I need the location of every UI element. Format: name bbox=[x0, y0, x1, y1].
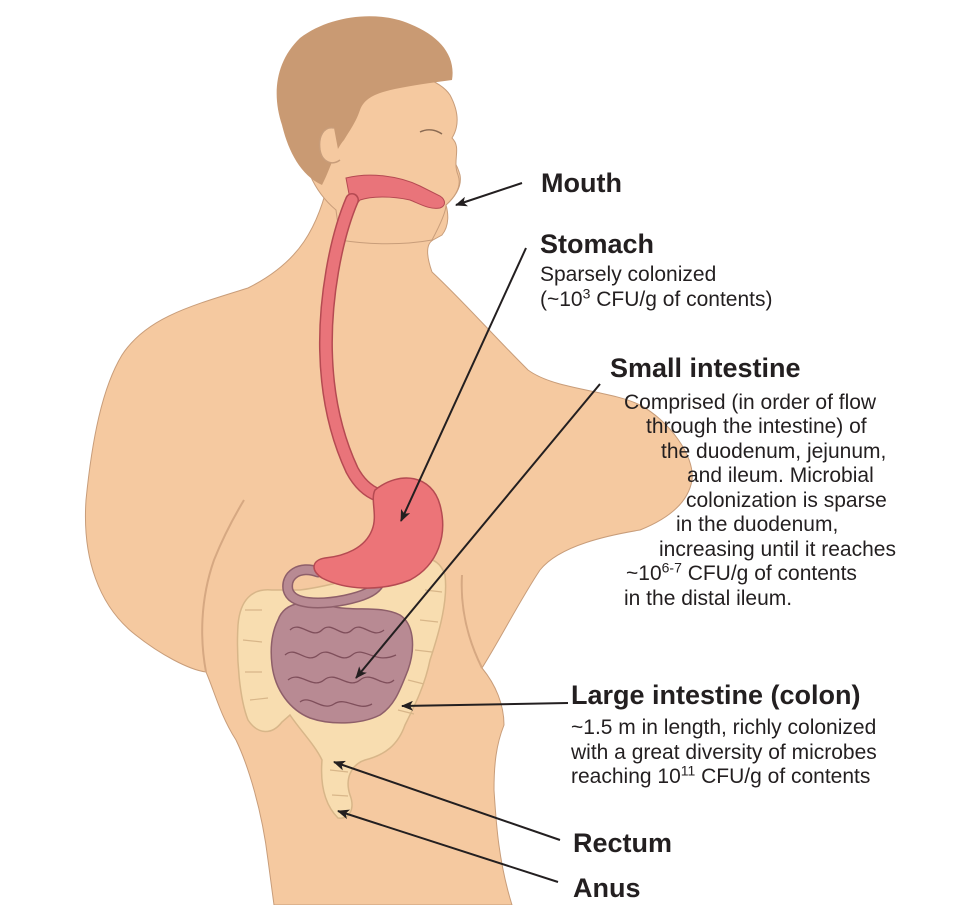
large-intestine-desc-line-1: ~1.5 m in length, richly colonized bbox=[571, 716, 877, 741]
small-intestine-desc-line-9: in the distal ileum. bbox=[624, 587, 792, 612]
label-group-large-intestine: Large intestine (colon) ~1.5 m in length… bbox=[571, 680, 877, 790]
small-intestine-line-8-pre: ~10 bbox=[626, 562, 662, 585]
label-group-stomach: Stomach Sparsely colonized (~103 CFU/g o… bbox=[540, 229, 773, 312]
large-intestine-desc-line-3: reaching 1011 CFU/g of contents bbox=[571, 765, 877, 790]
small-intestine-desc-line-1: Comprised (in order of flow bbox=[624, 391, 876, 416]
small-intestine-desc-line-8: ~106-7 CFU/g of contents bbox=[626, 562, 857, 587]
large-intestine-exponent: 11 bbox=[681, 762, 696, 778]
stomach-desc-line-2-post: CFU/g of contents) bbox=[590, 288, 772, 311]
small-intestine-line-8-post: CFU/g of contents bbox=[682, 562, 857, 585]
label-large-intestine: Large intestine (colon) bbox=[571, 680, 877, 710]
large-intestine-line-3-post: CFU/g of contents bbox=[695, 765, 870, 788]
small-intestine-desc-line-3: the duodenum, jejunum, bbox=[661, 440, 886, 465]
label-anus: Anus bbox=[573, 873, 641, 903]
large-intestine-description: ~1.5 m in length, richly colonized with … bbox=[571, 716, 877, 790]
label-mouth: Mouth bbox=[541, 168, 622, 198]
small-intestine-desc-line-5: colonization is sparse bbox=[686, 489, 887, 514]
stomach-desc-line-1: Sparsely colonized bbox=[540, 263, 773, 288]
stomach-description: Sparsely colonized (~103 CFU/g of conten… bbox=[540, 263, 773, 312]
large-intestine-line-3-pre: reaching 10 bbox=[571, 765, 681, 788]
small-intestine-desc-line-4: and ileum. Microbial bbox=[687, 464, 874, 489]
small-intestine bbox=[271, 603, 412, 723]
small-intestine-exponent: 6-7 bbox=[662, 559, 682, 575]
label-stomach: Stomach bbox=[540, 229, 773, 259]
stomach-desc-line-2-pre: (~10 bbox=[540, 288, 583, 311]
label-rectum: Rectum bbox=[573, 828, 672, 858]
small-intestine-desc-line-7: increasing until it reaches bbox=[659, 538, 896, 563]
small-intestine-desc-line-2: through the intestine) of bbox=[646, 415, 867, 440]
label-small-intestine: Small intestine bbox=[610, 353, 801, 383]
stomach-desc-line-2: (~103 CFU/g of contents) bbox=[540, 288, 773, 313]
large-intestine-desc-line-2: with a great diversity of microbes bbox=[571, 741, 877, 766]
arrow-mouth bbox=[456, 183, 522, 205]
small-intestine-desc-line-6: in the duodenum, bbox=[676, 513, 838, 538]
